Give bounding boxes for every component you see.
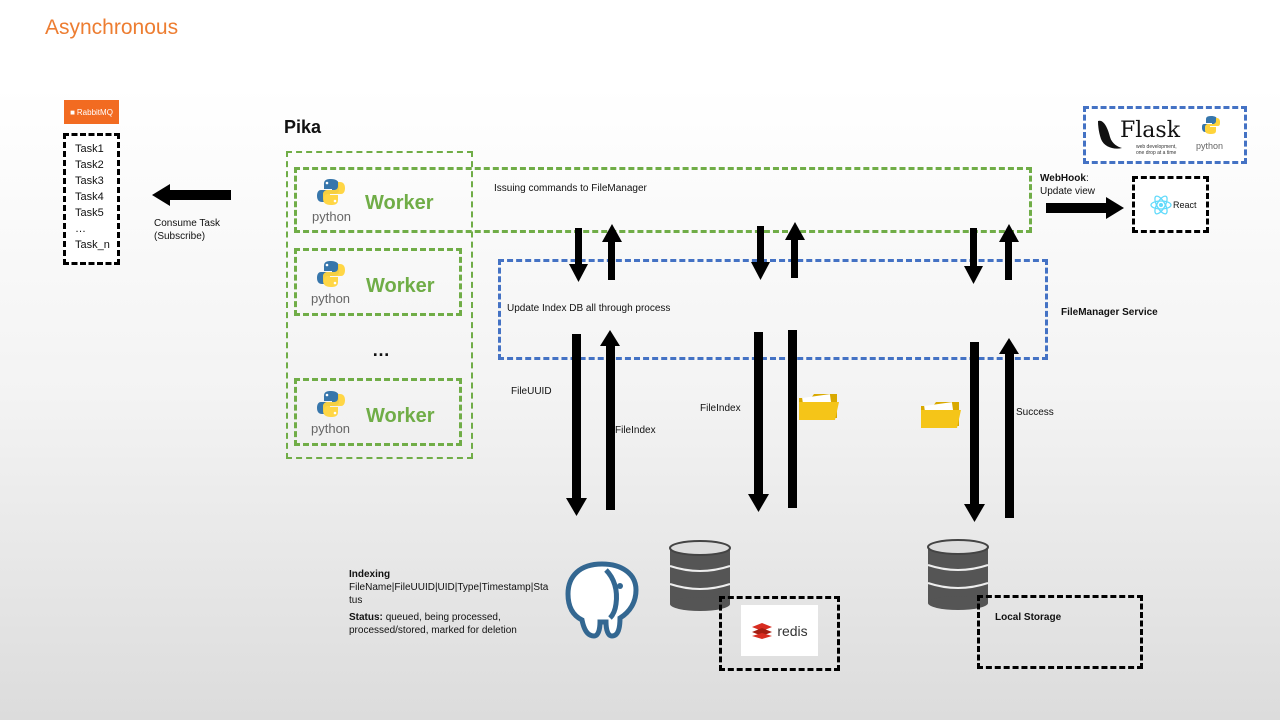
flask-horn-icon — [1098, 120, 1122, 149]
rabbitmq-logo: ■ RabbitMQ — [64, 100, 119, 124]
fileuuid-down-arrow — [566, 334, 587, 516]
webhook-subtitle: Update view — [1040, 186, 1096, 197]
python-icon — [1202, 116, 1220, 134]
webhook-title: WebHook — [1040, 173, 1086, 184]
task-item: Task1 — [75, 143, 104, 155]
react-icon — [1150, 195, 1172, 215]
redis-box — [719, 596, 840, 671]
indexing-fields: FileName|FileUUID|UID|Type|Timestamp|Sta… — [349, 582, 549, 606]
storage-down-arrow — [964, 342, 985, 522]
pika-label: Pika — [284, 117, 322, 137]
worker-label: Worker — [366, 275, 435, 297]
worker-label: Worker — [366, 405, 435, 427]
python-icon — [317, 179, 345, 205]
consume-label-line1: Consume Task — [154, 218, 220, 229]
python-text: python — [312, 209, 352, 224]
consume-label-line2: (Subscribe) — [154, 231, 206, 242]
webhook-colon: : — [1085, 173, 1089, 184]
rabbitmq-icon: ■ — [70, 107, 75, 117]
task-item: Task5 — [75, 207, 104, 219]
folder-up-arrow — [788, 330, 797, 508]
webhook-arrow — [1046, 197, 1124, 219]
success-up-arrow — [999, 338, 1019, 518]
filemanager-service-label: FileManager Service — [1061, 307, 1158, 318]
status-heading: Status: — [349, 612, 383, 623]
filemanager-service-box — [498, 259, 1048, 360]
redis-label: redis — [777, 622, 808, 639]
consume-arrow — [152, 184, 231, 206]
up-arrow — [602, 224, 622, 280]
flask-name: Flask — [1120, 118, 1181, 143]
database-icon — [927, 539, 989, 610]
task-item: … — [75, 223, 86, 235]
flask-tagline: web development, one drop at a time — [1136, 144, 1177, 156]
pika-group — [286, 151, 473, 459]
lower-arrows — [566, 330, 1019, 522]
fileindex-up-arrow — [600, 330, 620, 510]
react-box: React — [1132, 176, 1209, 233]
success-label: Success — [1016, 407, 1054, 418]
python-icon — [317, 391, 345, 417]
up-arrow — [785, 222, 805, 278]
worker-2: python Worker — [294, 248, 462, 316]
fileindex-label-left: FileIndex — [615, 425, 656, 436]
redis-logo: redis — [741, 605, 818, 656]
redis-icon — [752, 622, 773, 639]
python-text: python — [311, 421, 351, 436]
fileuuid-label: FileUUID — [511, 386, 552, 397]
task-item: Task2 — [75, 159, 104, 171]
indexing-heading: Indexing — [349, 569, 391, 580]
worker-label: Worker — [365, 192, 434, 214]
flask-box: Flask web development, one drop at a tim… — [1083, 106, 1247, 164]
react-label: React — [1173, 200, 1197, 210]
local-storage-label: Local Storage — [995, 612, 1062, 623]
python-icon — [317, 261, 345, 287]
folder-icon — [799, 394, 839, 420]
postgresql-icon — [565, 561, 639, 639]
webhook-label: WebHook: Update view — [1040, 172, 1095, 198]
fileindex-label-mid: FileIndex — [700, 403, 741, 414]
slide-title: Asynchronous — [45, 16, 179, 39]
issuing-commands-box — [294, 167, 1032, 233]
upper-arrows — [569, 222, 1019, 284]
fileindex-down-arrow — [748, 332, 769, 512]
issuing-commands-label: Issuing commands to FileManager — [494, 183, 647, 194]
up-arrow — [999, 224, 1019, 280]
worker-3: python Worker — [294, 378, 462, 446]
database-icon — [669, 540, 731, 611]
task-queue: Task1 Task2 Task3 Task4 Task5 … Task_n — [63, 133, 120, 265]
update-index-label: Update Index DB all through process — [507, 303, 671, 314]
indexing-description: Indexing FileName|FileUUID|UID|Type|Time… — [349, 568, 549, 641]
consume-label: Consume Task (Subscribe) — [154, 217, 220, 243]
status-text: queued, being processed, processed/store… — [349, 612, 517, 636]
python-text: python — [311, 291, 351, 306]
folder-icon — [921, 402, 961, 428]
task-item: Task_n — [75, 239, 110, 251]
down-arrow — [964, 228, 983, 284]
task-item: Task3 — [75, 175, 104, 187]
down-arrow — [751, 226, 770, 280]
worker-ellipsis: … — [372, 340, 390, 360]
task-item: Task4 — [75, 191, 104, 203]
worker-1: python Worker — [310, 175, 470, 229]
rabbitmq-logo-text: RabbitMQ — [76, 107, 113, 117]
local-storage-box — [977, 595, 1143, 669]
down-arrow — [569, 228, 588, 282]
python-text: python — [1196, 141, 1224, 151]
